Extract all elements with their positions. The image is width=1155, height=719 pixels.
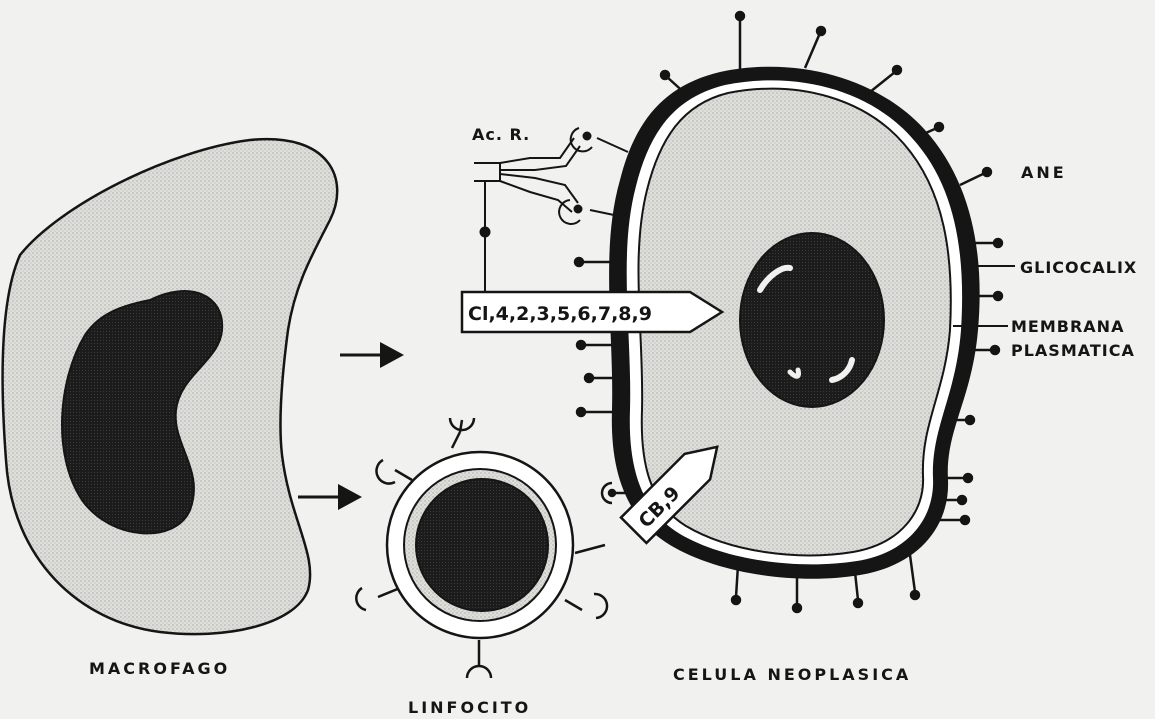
arrow-to-lymphocyte [298, 484, 362, 510]
antigen-pin-icon [994, 239, 1002, 247]
receptor-cup-icon [356, 588, 366, 610]
membrana-label: MEMBRANA [1011, 317, 1124, 336]
ane-label: ANE [1021, 163, 1067, 182]
receptor-cup-icon [467, 666, 491, 678]
antigen-pin-icon [575, 258, 583, 266]
antigen-pin-icon [964, 474, 972, 482]
neoplastic-nucleus [740, 233, 884, 407]
complement-chain-arrow: Cl,4,2,3,5,6,7,8,9 [462, 292, 722, 332]
antibody-receptor-group [474, 128, 628, 292]
arrow-right-icon [338, 484, 362, 510]
antigen-pin-icon [935, 123, 943, 131]
linfocito-label: LINFOCITO [408, 698, 531, 717]
macrophage [3, 139, 338, 634]
plasmatica-label: PLASMATICA [1011, 341, 1135, 360]
antigen-pin-icon [966, 416, 974, 424]
antigen-pin-icon [817, 27, 825, 35]
antigen-pin-icon [994, 292, 1002, 300]
antigen-pin-icon [577, 408, 585, 416]
antigen-pin-icon [911, 591, 919, 599]
receptor-cup-icon [376, 460, 395, 484]
lymphocyte-nucleus [416, 479, 548, 611]
ac-r-label: Ac. R. [472, 125, 530, 144]
antigen-pin-icon [983, 168, 991, 176]
antigen-pin-icon [893, 66, 901, 74]
arrow-right-icon [380, 342, 404, 368]
antigen-pin-icon [961, 516, 969, 524]
receptor-cup-icon [594, 594, 607, 618]
antigen-pin-icon [585, 374, 593, 382]
macrofago-label: MACROFAGO [89, 659, 230, 678]
lymphocyte [356, 418, 607, 678]
antigen-pin-icon [577, 341, 585, 349]
complement-chain-label: Cl,4,2,3,5,6,7,8,9 [468, 303, 652, 325]
arrow-to-neoplastic-cell [340, 342, 404, 368]
antigen-pin-icon [958, 496, 966, 504]
antigen-pin-icon [661, 71, 669, 79]
antigen-pin-icon [991, 346, 999, 354]
celula-neoplasica-label: CELULA NEOPLASICA [673, 665, 911, 684]
antigen-pin-icon [793, 604, 801, 612]
antigen-pin-icon [736, 12, 744, 20]
antigen-pin-icon [854, 599, 862, 607]
antigen-pin-icon [732, 596, 740, 604]
glicocalix-label: GLICOCALIX [1020, 258, 1137, 277]
